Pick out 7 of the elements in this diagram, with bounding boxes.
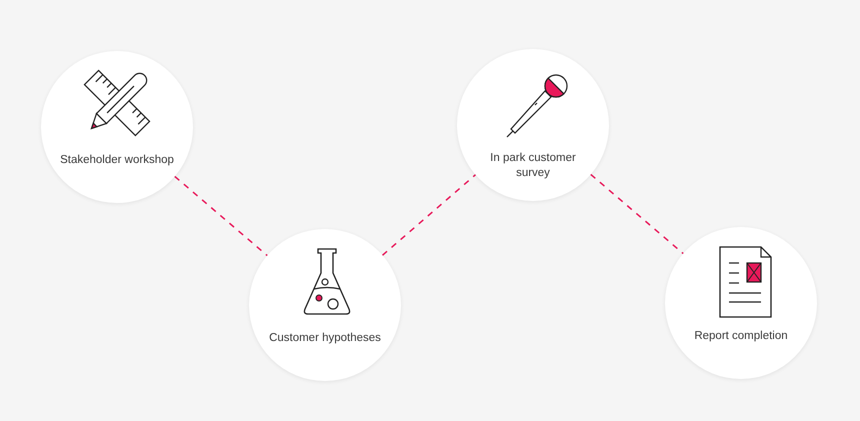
dashed-connector [590,174,684,254]
node-label: In park customer survey [489,151,577,181]
dashed-connector [382,174,476,256]
dashed-connector [174,176,268,256]
node-label: Stakeholder workshop [59,153,175,168]
node-label: Customer hypotheses [268,331,382,346]
node-label: Report completion [693,329,789,344]
